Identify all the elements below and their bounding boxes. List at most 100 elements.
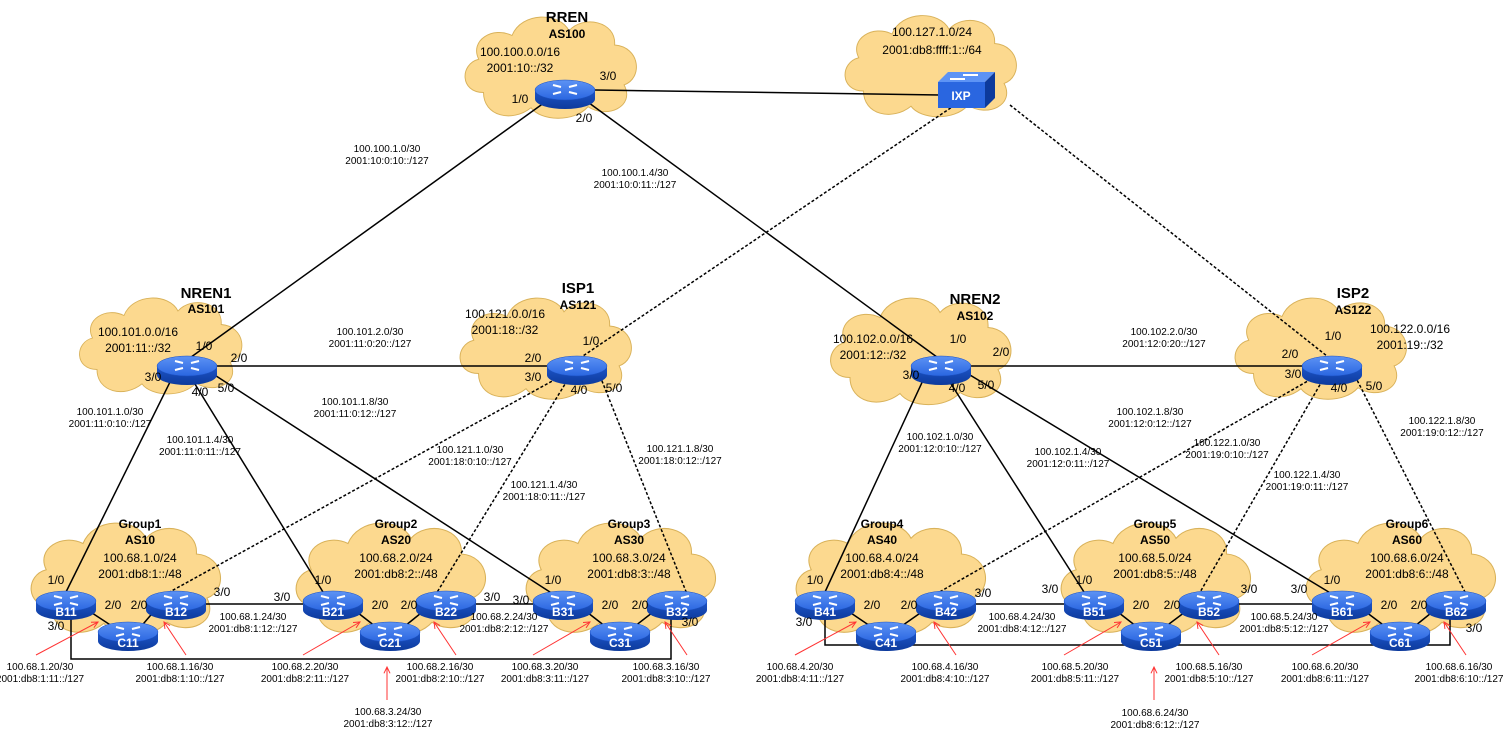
router-b31: B31: [532, 590, 594, 620]
isp2-name: ISP2: [1337, 285, 1370, 302]
router-top: [415, 590, 477, 612]
label-bc1-ipv4: 100.68.3.20/30: [512, 662, 579, 673]
nren1-port-3-0: 3/0: [145, 370, 162, 384]
label-isp1-g3-ipv4: 100.121.1.8/30: [647, 444, 714, 455]
isp1-name: ISP1: [562, 280, 595, 297]
group5-ipv4: 100.68.5.0/24: [1118, 551, 1192, 565]
router-arrows-icon: [552, 84, 578, 95]
arrow-bc2-head: [1196, 621, 1204, 630]
router-top: [534, 79, 596, 101]
isp2-port-4-0: 4/0: [1331, 381, 1348, 395]
ixp-label: IXP: [951, 89, 970, 103]
group6-ipv6: 2001:db8:6::/48: [1365, 567, 1449, 581]
rren-as: AS100: [549, 27, 586, 41]
router-label: C21: [379, 636, 401, 650]
router-top: [1311, 590, 1373, 612]
router-arrows-icon: [1329, 595, 1355, 606]
group1-ipv6: 2001:db8:1::/48: [98, 567, 182, 581]
router-arrows-icon: [1196, 595, 1222, 606]
isp1-port-4-0: 4/0: [571, 383, 588, 397]
group3-name: Group3: [608, 517, 651, 531]
isp1-port-3-0: 3/0: [525, 370, 542, 384]
arrow-bc1: [1063, 621, 1122, 656]
isp1-ipv4: 100.121.0.0/16: [465, 307, 545, 321]
nren2-port-3-0: 3/0: [903, 368, 920, 382]
isp1-ipv6: 2001:18::/32: [472, 323, 539, 337]
nren1-port-2-0: 2/0: [231, 351, 248, 365]
router-arrows-icon: [664, 595, 690, 606]
label-nren2-g6-ipv6: 2001:12:0:12::/127: [1108, 419, 1192, 430]
router-c11: C11: [97, 621, 159, 651]
router-label: C41: [875, 636, 897, 650]
router-top: [1301, 355, 1363, 377]
arrow-bc1-head: [1362, 621, 1371, 629]
label-nren2-g6-ipv4: 100.102.1.8/30: [1117, 407, 1184, 418]
label-g2-g3-ipv4: 100.68.2.24/30: [471, 612, 538, 623]
port-2-0: 2/0: [1164, 598, 1181, 612]
isp1-port-1-0: 1/0: [583, 334, 600, 348]
label-isp2-g5-ipv4: 100.122.1.4/30: [1274, 470, 1341, 481]
router-arrows-icon: [933, 595, 959, 606]
group4-ipv4: 100.68.4.0/24: [845, 551, 919, 565]
label-bc2-ipv4: 100.68.5.16/30: [1176, 662, 1243, 673]
nren2-ipv4: 100.102.0.0/16: [833, 332, 913, 346]
arrow-bc2-head: [1443, 621, 1451, 630]
router-label: B21: [322, 605, 344, 619]
router-b42: B42: [915, 590, 977, 620]
nren2-ipv6: 2001:12::/32: [840, 348, 907, 362]
router-top: [794, 590, 856, 612]
isp2-ipv6: 2001:19::/32: [1377, 338, 1444, 352]
router-arrows-icon: [174, 360, 200, 371]
label-isp2-g6-ipv4: 100.122.1.8/30: [1409, 416, 1476, 427]
g3-b31-port-3-0: 3/0: [513, 593, 530, 607]
port-2-0: 2/0: [1411, 598, 1428, 612]
label-isp1-g2-ipv4: 100.121.1.4/30: [511, 480, 578, 491]
group6-as: AS60: [1392, 533, 1422, 547]
link-isp2-b42: [935, 373, 1321, 595]
label-nren2-g4-ipv6: 2001:12:0:10::/127: [898, 444, 982, 455]
router-b11: B11: [35, 590, 97, 620]
label-rren-nren1-ipv4: 100.100.1.0/30: [354, 144, 421, 155]
router-arrows-icon: [928, 360, 954, 371]
label-rren-nren2-ipv4: 100.100.1.4/30: [602, 168, 669, 179]
arrow-bc2: [1196, 621, 1220, 656]
port-2-0: 2/0: [864, 598, 881, 612]
port-2-0: 2/0: [105, 598, 122, 612]
arrow-bc1-head: [352, 621, 361, 629]
port-1-0: 1/0: [807, 573, 824, 587]
group3-ipv6: 2001:db8:3::/48: [587, 567, 671, 581]
router-label: B12: [165, 605, 187, 619]
arrow-bc2: [163, 621, 187, 656]
g1-b12-port-3-0: 3/0: [214, 585, 231, 599]
label-bc1-ipv4: 100.68.2.20/30: [272, 662, 339, 673]
label-bc2-ipv4: 100.68.2.16/30: [407, 662, 474, 673]
link-b11-b32: [70, 610, 672, 660]
nren1-port-5-0: 5/0: [218, 381, 235, 395]
router-label: B41: [814, 605, 836, 619]
isp2-as: AS122: [1335, 303, 1372, 317]
router-nren1: [156, 355, 218, 385]
router-top: [1120, 621, 1182, 643]
label-rren-nren1-ipv6: 2001:10:0:10::/127: [345, 156, 429, 167]
g6-b61-port-3-0: 3/0: [1291, 582, 1308, 596]
label-nren1-g3-ipv4: 100.101.1.8/30: [322, 397, 389, 408]
nren1-as: AS101: [188, 302, 225, 316]
link-nren1-b21: [189, 375, 324, 593]
router-nren2: [910, 355, 972, 385]
label-nren1-isp1-ipv4: 100.101.2.0/30: [337, 327, 404, 338]
label-nren2-g5-ipv6: 2001:12:0:11::/127: [1027, 459, 1110, 470]
router-top: [855, 621, 917, 643]
label-g4-g5-ipv6: 2001:db8:4:12::/127: [978, 624, 1067, 635]
label-bc2-ipv4: 100.68.3.16/30: [633, 662, 700, 673]
label-nren2-g4-ipv4: 100.102.1.0/30: [907, 432, 974, 443]
port-1-0: 1/0: [545, 573, 562, 587]
router-label: C61: [1389, 636, 1411, 650]
router-arrows-icon: [1443, 595, 1469, 606]
router-arrows-icon: [550, 595, 576, 606]
group2-ipv4: 100.68.2.0/24: [359, 551, 433, 565]
arrow-bc1-head: [90, 621, 100, 628]
link-nren1-b31: [209, 371, 554, 595]
label-bc1-ipv4: 100.68.5.20/30: [1042, 662, 1109, 673]
label-bc2-ipv6: 2001:db8:1:10::/127: [136, 674, 225, 685]
